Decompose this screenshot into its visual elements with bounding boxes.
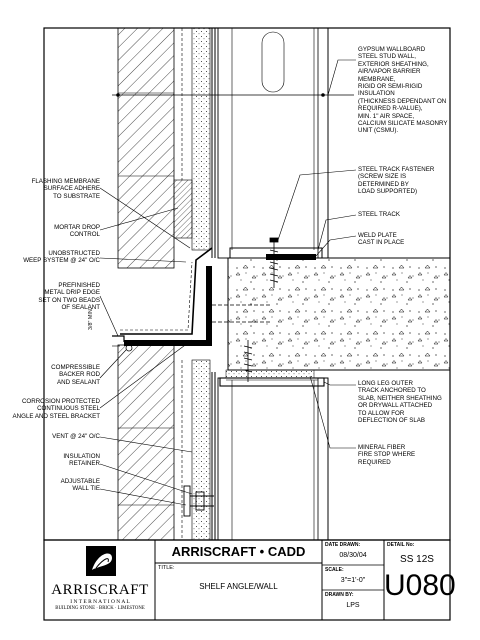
drawn-by-value: LPS xyxy=(346,602,360,609)
gypsum-wallboard-lower xyxy=(317,377,329,541)
anchor-bolts xyxy=(206,304,270,323)
steel-stud-lower xyxy=(217,377,329,541)
leaders-left xyxy=(99,187,193,506)
note-vent: VENT @ 24" O/C xyxy=(52,433,100,440)
dimension-label: 3/8" MIN. xyxy=(88,307,94,330)
note-insulation-retainer: INSULATION RETAINER xyxy=(63,453,100,468)
concrete-slab xyxy=(227,257,451,371)
title-block-frame xyxy=(43,539,451,621)
gypsum-wallboard-upper xyxy=(317,27,329,259)
rigid-insulation-upper xyxy=(191,27,211,251)
arriscraft-logo-mark xyxy=(86,546,116,576)
title-label: TITLE: xyxy=(158,565,175,571)
note-track-fastener: STEEL TRACK FASTENER (SCREW SIZE IS DETE… xyxy=(358,166,435,196)
logo-name: ARRISCRAFT xyxy=(51,582,149,598)
weld-plate xyxy=(266,254,316,260)
logo-tagline: BUILDING STONE · BRICK · LIMESTONE xyxy=(55,606,145,611)
note-mortar-drop: MORTAR DROP CONTROL xyxy=(54,224,100,239)
logo-subtitle: I N T E R N A T I O N A L xyxy=(70,599,130,605)
drawing-title: SHELF ANGLE/WALL xyxy=(199,582,278,591)
company-header: ARRISCRAFT • CADD xyxy=(171,544,306,559)
mortar-drop-control xyxy=(173,179,193,239)
date-value: 08/30/04 xyxy=(339,552,367,559)
backer-rod xyxy=(125,344,133,352)
note-flashing: FLASHING MEMBRANE SURFACE ADHERE TO SUBS… xyxy=(31,178,100,200)
dimension-marks xyxy=(112,335,120,347)
long-leg-track xyxy=(219,377,325,387)
note-wall-assembly: GYPSUM WALLBOARD STEEL STUD WALL, EXTERI… xyxy=(358,46,448,135)
steel-stud-upper xyxy=(217,27,329,259)
scale-value: 3"=1'-0" xyxy=(340,577,366,584)
mortar-joints xyxy=(118,92,174,506)
sheet-number: U080 xyxy=(384,569,456,602)
scale-label: SCALE: xyxy=(325,567,344,573)
drip-edge xyxy=(112,335,125,342)
note-steel-track: STEEL TRACK xyxy=(358,211,400,218)
note-mineral-fiber: MINERAL FIBER FIRE STOP WHERE REQUIRED xyxy=(358,444,416,466)
detail-code: SS 12S xyxy=(400,554,434,565)
flashing-membrane xyxy=(120,247,213,335)
note-weep-system: UNOBSTRUCTED WEEP SYSTEM @ 24" O/C xyxy=(23,250,100,265)
date-label: DATE DRAWN: xyxy=(325,542,361,548)
masonry-lower xyxy=(117,344,175,541)
leaders-right xyxy=(277,59,357,449)
mineral-fiber-firestop xyxy=(225,369,315,379)
note-wall-tie: ADJUSTABLE WALL TIE xyxy=(60,478,100,493)
detail-label: DETAIL No: xyxy=(387,542,415,548)
note-weld-plate: WELD PLATE CAST IN PLACE xyxy=(358,232,405,247)
drawn-by-label: DRAWN BY: xyxy=(325,592,354,598)
note-backer-rod: COMPRESSIBLE BACKER ROD AND SEALANT xyxy=(51,364,100,386)
adjustable-wall-tie xyxy=(183,485,214,517)
masonry-upper xyxy=(117,27,175,269)
note-long-leg-track: LONG LEG OUTER TRACK ANCHORED TO SLAB, N… xyxy=(358,380,442,425)
rigid-insulation-lower xyxy=(191,359,211,541)
note-shelf-angle: CORROSION PROTECTED CONTINUOUS STEEL ANG… xyxy=(12,398,100,420)
note-drip-edge: PREFINISHED METAL DRIP EDGE SET ON TWO B… xyxy=(38,282,100,312)
